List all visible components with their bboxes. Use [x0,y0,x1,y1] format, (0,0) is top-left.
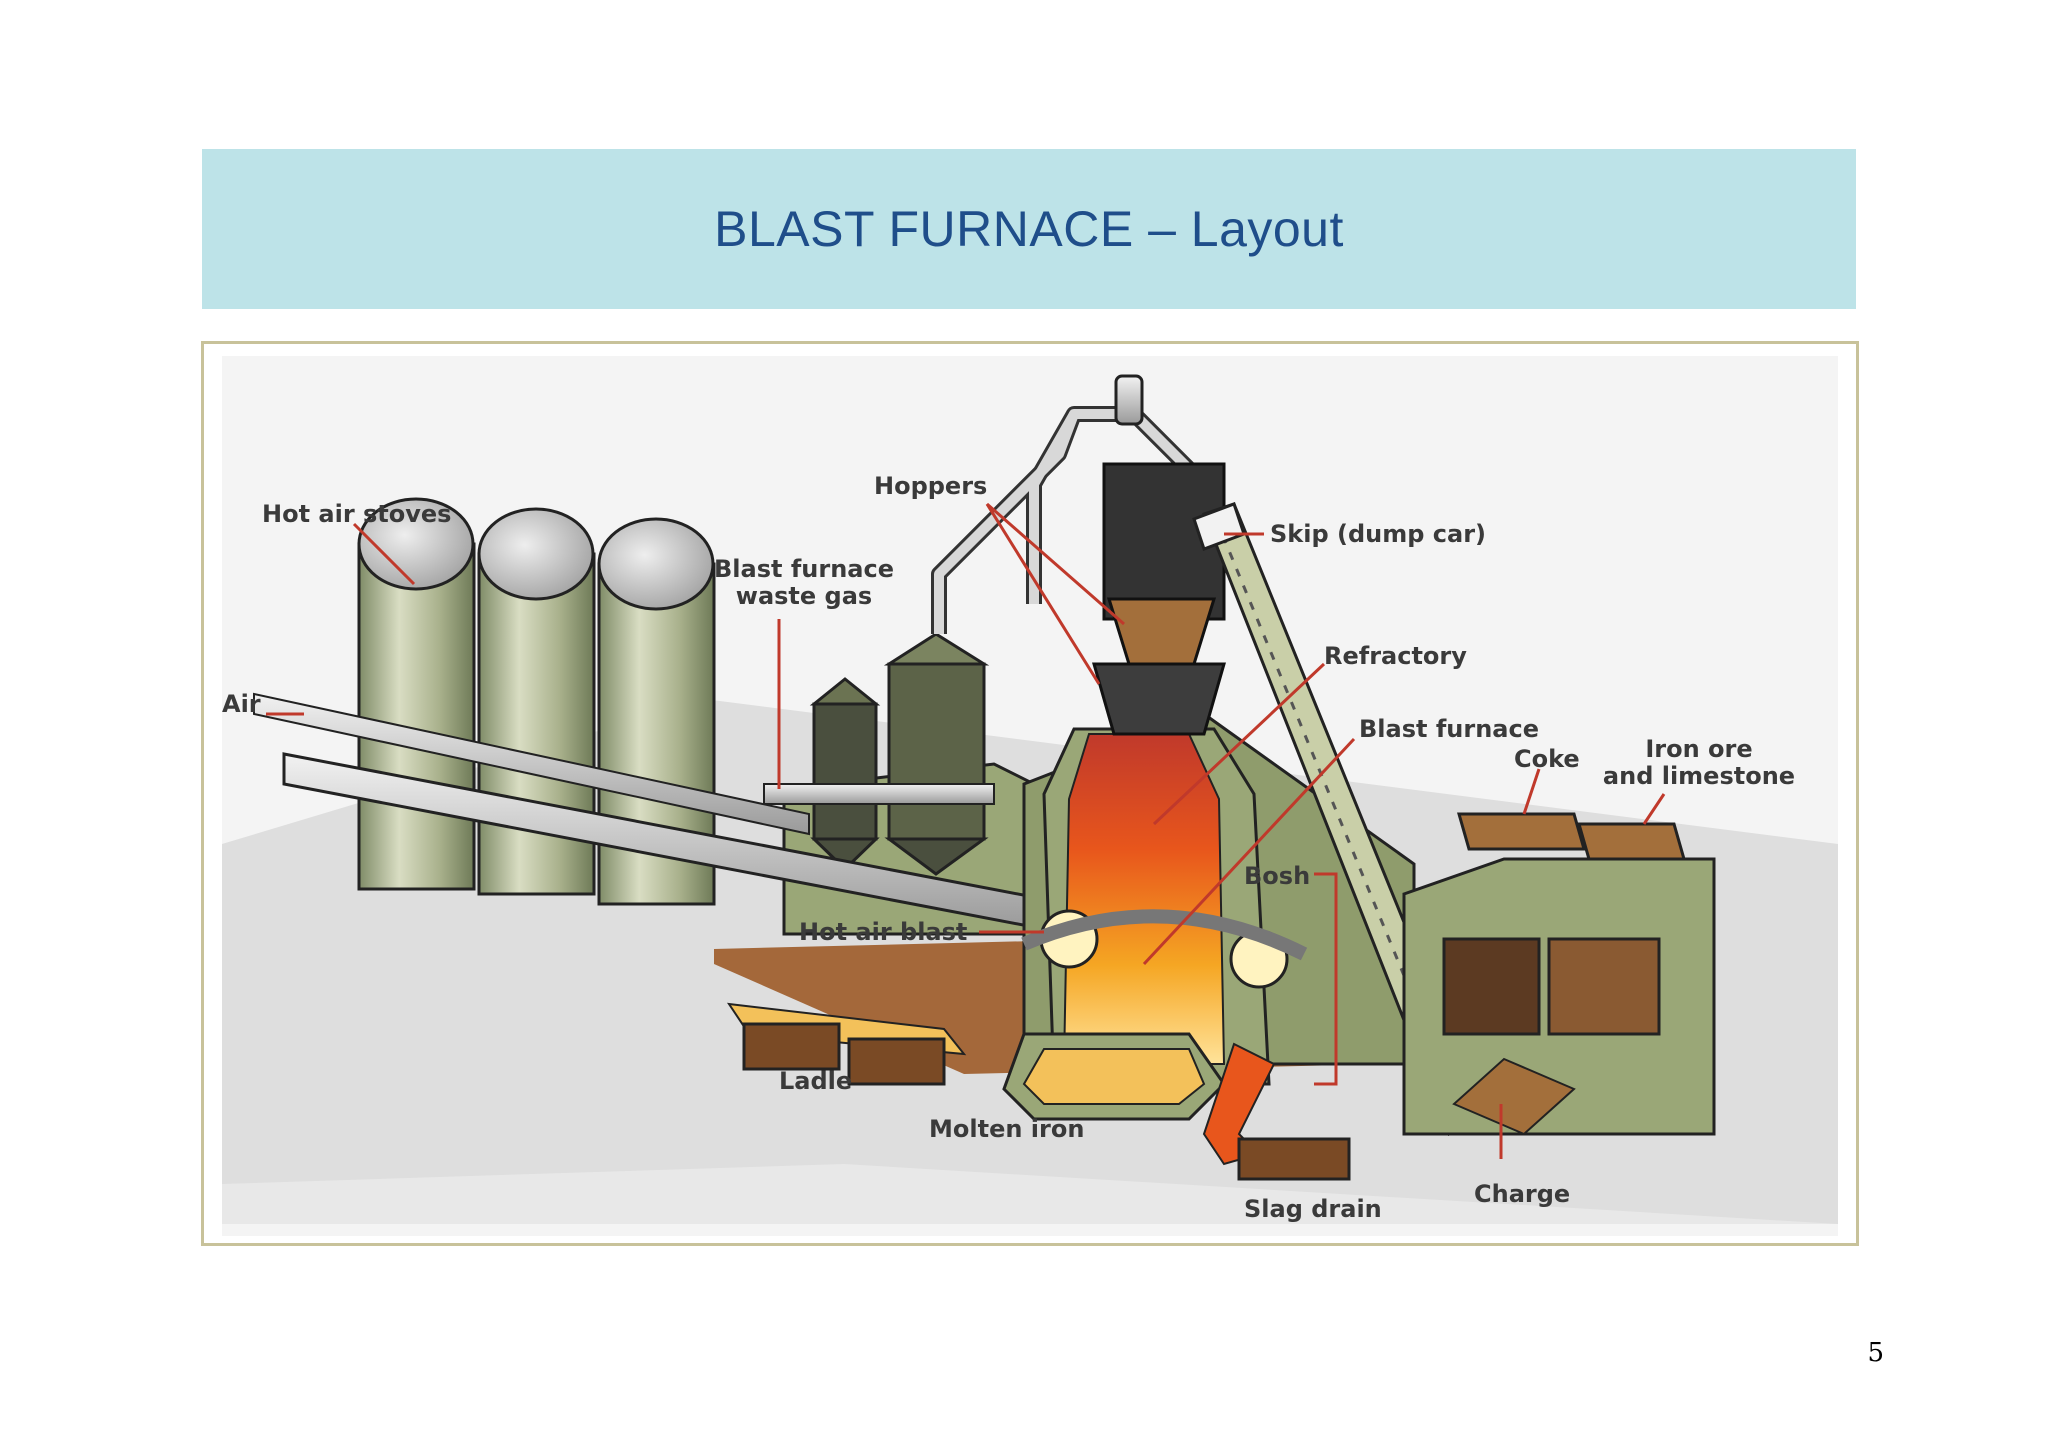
leader-lines [266,502,1666,1159]
dust-catchers [809,632,990,876]
leader-coke [1522,768,1541,815]
cold-air-pipe [253,692,810,836]
stove-1 [357,542,476,891]
leader-hot-air-stoves [352,522,416,586]
slag-car [1237,1137,1351,1181]
leader-blast-furnace [1142,737,1356,966]
label-slag-drain: Slag drain [1244,1195,1382,1223]
dust-catcher-large-cone [884,837,989,876]
leader-hoppers-a [985,503,1101,685]
diagram-frame: Hot air stoves Air Blast furnace waste g… [201,341,1859,1246]
label-waste-gas-line2: waste gas [736,582,872,610]
bustle-pipe [1021,909,1308,961]
page-number: 5 [1867,1338,1884,1368]
slide-title: BLAST FURNACE – Layout [714,201,1344,257]
label-air: Air [222,690,261,718]
dust-catcher-small-cone [810,837,880,872]
label-ladle: Ladle [779,1067,852,1095]
label-waste-gas-line1: Blast furnace [714,555,894,583]
ladle-car-1 [742,1022,841,1071]
label-molten-iron: Molten iron [929,1115,1084,1143]
hot-air-main [253,692,1046,931]
ladle-car-2 [847,1037,946,1086]
dust-catcher-small [812,702,878,841]
bleeder-valve [1114,374,1144,426]
ladle-cars [726,1002,1351,1181]
dust-catcher-large [887,662,986,841]
stove-1-dome [357,497,475,591]
label-iron-ore-line2: and limestone [1603,762,1795,790]
blast-furnace [1021,462,1308,1086]
title-band: BLAST FURNACE – Layout [202,149,1856,309]
label-iron-ore-line1: Iron ore [1645,735,1752,763]
stove-2 [477,552,596,896]
label-charge: Charge [1474,1180,1570,1208]
leader-hoppers-b [986,502,1125,626]
label-refractory: Refractory [1324,642,1467,670]
blast-furnace-diagram: Hot air stoves Air Blast furnace waste g… [222,356,1838,1236]
label-coke: Coke [1514,745,1580,773]
leader-bosh [1314,872,1338,1086]
furnace-interior [1062,733,1226,1065]
ore-bin-top [1577,822,1686,861]
hopper-upper-charge [1106,597,1217,666]
dust-catcher-small-top [809,677,881,706]
hopper-lower [1092,662,1226,736]
label-skip: Skip (dump car) [1270,520,1486,548]
coke-bin-top [1457,812,1586,851]
ore-bin [1547,937,1661,1036]
label-bosh: Bosh [1244,862,1310,890]
stove-2-dome [477,507,595,601]
waste-gas-pipe [763,783,995,805]
coke-bin [1442,937,1541,1036]
label-hoppers: Hoppers [874,472,987,500]
label-blast-furnace: Blast furnace [1359,715,1539,743]
dust-catcher-large-top [883,632,990,666]
label-hot-air-blast: Hot air blast [799,918,967,946]
leader-refractory [1152,662,1326,826]
label-hot-air-stoves: Hot air stoves [262,500,451,528]
stove-3-dome [597,517,715,611]
diagram-labels: Hot air stoves Air Blast furnace waste g… [222,472,1795,1223]
ground-shadow [222,1164,1838,1224]
stockhouse [1402,812,1716,1136]
molten-iron-runner [1022,1048,1206,1105]
leader-iron-ore [1642,793,1666,825]
